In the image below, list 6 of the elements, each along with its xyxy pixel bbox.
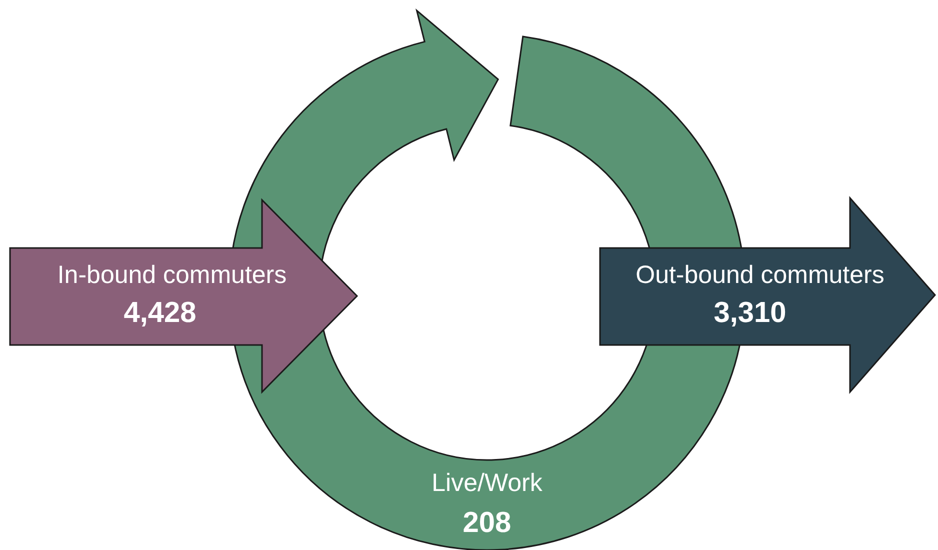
node-value: 4,428 (124, 298, 196, 330)
node-value: 3,310 (714, 298, 786, 330)
node-value: 208 (462, 508, 512, 540)
node-label: Live/Work (432, 470, 542, 498)
node-label: Out-bound commuters (636, 262, 884, 290)
node-label: In-bound commuters (57, 262, 287, 290)
